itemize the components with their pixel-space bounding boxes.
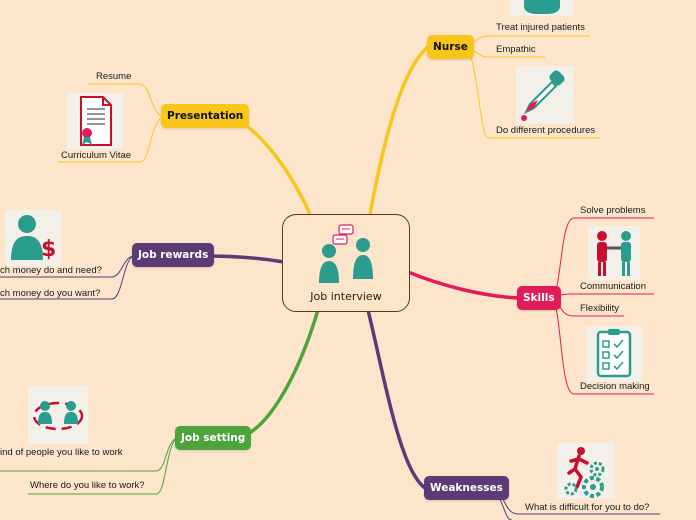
- topic-treat-injured[interactable]: Treat injured patients: [496, 22, 585, 33]
- branch-job-setting[interactable]: Job setting: [175, 426, 252, 450]
- connector-job-setting: [237, 309, 320, 440]
- topic-empathic[interactable]: Empathic: [496, 44, 536, 55]
- money-person-icon: $: [5, 210, 61, 266]
- branch-weaknesses[interactable]: Weaknesses: [424, 476, 509, 500]
- branch-skills[interactable]: Skills: [517, 286, 561, 310]
- connector-skills: [407, 270, 519, 300]
- handshake-icon: [588, 226, 640, 280]
- connector-weaknesses: [366, 309, 427, 490]
- topic-cv[interactable]: Curriculum Vitae: [61, 150, 132, 161]
- topic-resume[interactable]: Resume: [96, 71, 132, 82]
- topic-money-want[interactable]: ch money do you want?: [0, 288, 101, 299]
- connector-job-rewards: [204, 254, 285, 264]
- branch-job-rewards[interactable]: Job rewards: [132, 243, 215, 267]
- branch-nurse[interactable]: Nurse: [427, 35, 474, 59]
- topic-communication[interactable]: Communication: [580, 281, 646, 292]
- interview-people-icon: [313, 221, 379, 285]
- dropper-icon: [516, 66, 574, 124]
- connector-nurse: [368, 45, 430, 215]
- certificate-icon: [67, 93, 123, 149]
- connector-presentation: [231, 115, 312, 215]
- runner-gears-icon: [557, 443, 615, 499]
- topic-flexibility[interactable]: Flexibility: [580, 303, 620, 314]
- topic-solve-problems[interactable]: Solve problems: [580, 205, 646, 216]
- central-topic[interactable]: Job interview: [282, 214, 410, 312]
- topic-decision-making[interactable]: Decision making: [580, 381, 650, 392]
- checklist-icon: [586, 326, 642, 382]
- topic-money-need[interactable]: ch money do and need?: [0, 265, 102, 276]
- svg-text:$: $: [41, 237, 56, 262]
- branch-presentation[interactable]: Presentation: [161, 104, 250, 128]
- team-circle-icon: [28, 386, 88, 444]
- central-topic-label: Job interview: [310, 290, 382, 303]
- topic-difficult[interactable]: What is difficult for you to do?: [525, 502, 650, 513]
- topic-do-procedures[interactable]: Do different procedures: [496, 125, 596, 136]
- chat-bubble-icon: [510, 0, 574, 16]
- topic-kind-people[interactable]: ind of people you like to work: [0, 447, 123, 458]
- topic-where-work[interactable]: Where do you like to work?: [30, 480, 145, 491]
